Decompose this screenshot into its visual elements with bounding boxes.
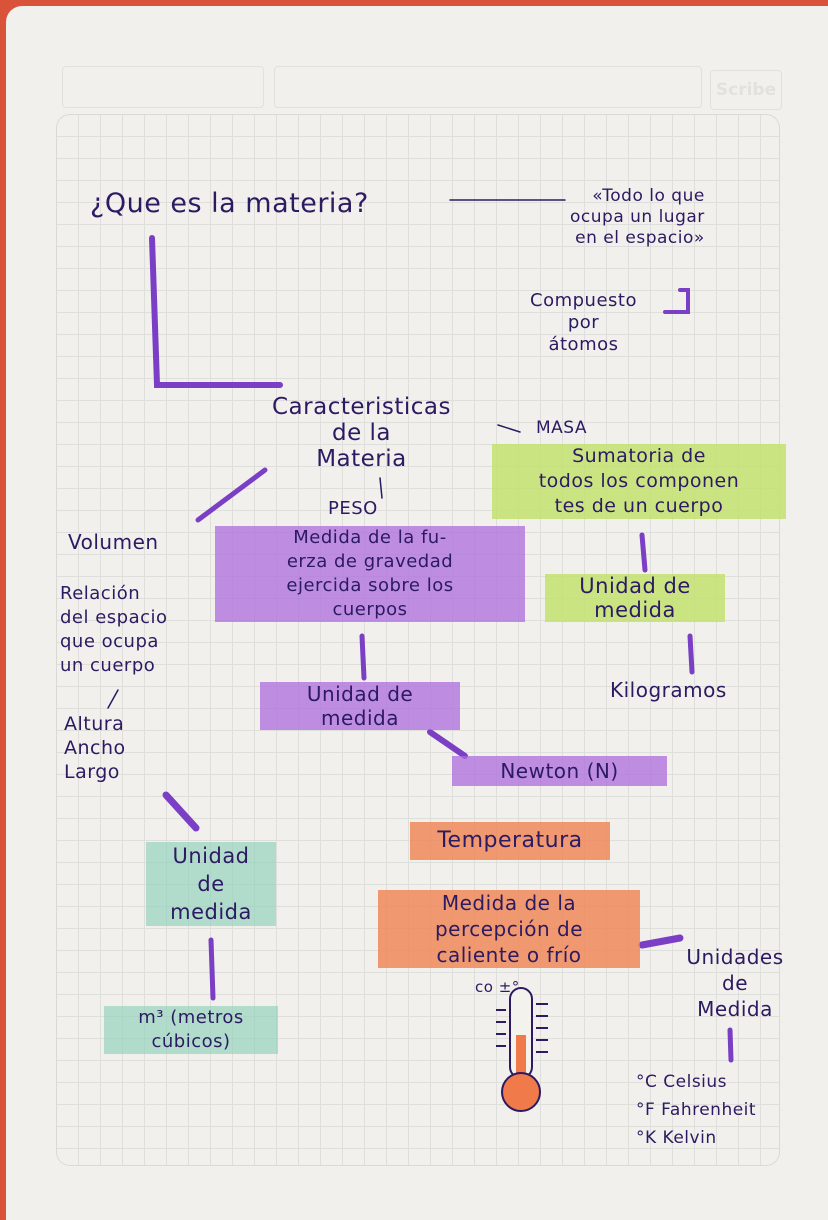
line-characteristics-weight	[379, 477, 383, 499]
line-characteristics-mass	[497, 424, 521, 433]
line-mass-unit	[639, 532, 648, 573]
line-characteristics-volume	[195, 467, 268, 523]
matter-composition: Compuesto por átomos	[530, 290, 637, 355]
mass-definition: Sumatoria de todos los componen tes de u…	[492, 444, 786, 519]
scribe-logo: Scribe	[710, 70, 782, 110]
temperature-unit-label: Unidades de Medida	[686, 945, 784, 1021]
volume-title: Volumen	[68, 530, 159, 554]
line-weight-newton	[427, 729, 468, 759]
temperature-definition: Medida de la percepción de caliente o fr…	[378, 890, 640, 968]
line-dimensions-unit	[162, 791, 200, 832]
volume-unit-label: Unidad de medida	[146, 842, 276, 926]
volume-dimensions: Altura Ancho Largo	[64, 713, 126, 783]
line-volume-unit-m3	[208, 937, 216, 1001]
header-box-right	[274, 66, 702, 108]
temperature-units: °C Celsius °F Fahrenheit °K Kelvin	[636, 1072, 757, 1148]
temperature-title: Temperatura	[410, 822, 610, 860]
line-weight-unit	[359, 633, 367, 681]
line-units-scales	[727, 1027, 734, 1063]
volume-unit: m³ (metros cúbicos)	[104, 1006, 278, 1054]
mass-title: MASA	[536, 418, 588, 438]
mass-unit-label: Unidad de medida	[545, 574, 725, 622]
weight-definition: Medida de la fu- erza de gravedad ejerci…	[215, 526, 525, 622]
grid-paper	[56, 114, 780, 1166]
line-temperature-units	[638, 934, 684, 949]
weight-unit-label: Unidad de medida	[260, 682, 460, 730]
matter-definition: «Todo lo que ocupa un lugar en el espaci…	[570, 186, 705, 248]
line-volume-dimensions	[107, 689, 119, 709]
mass-unit: Kilogramos	[610, 678, 727, 702]
header-box-left	[62, 66, 264, 108]
volume-definition: Relación del espacio que ocupa un cuerpo	[60, 583, 168, 676]
line-mass-kilograms	[687, 633, 695, 675]
weight-unit: Newton (N)	[452, 756, 667, 786]
title-question: ¿Que es la materia?	[90, 188, 369, 219]
weight-title: PESO	[328, 498, 378, 519]
characteristics-title: Caracteristicas de la Materia	[272, 394, 451, 472]
line-definition-composition	[663, 288, 690, 314]
thermometer-symbols: co ±°	[475, 978, 520, 996]
line-question-characteristics	[149, 235, 283, 388]
